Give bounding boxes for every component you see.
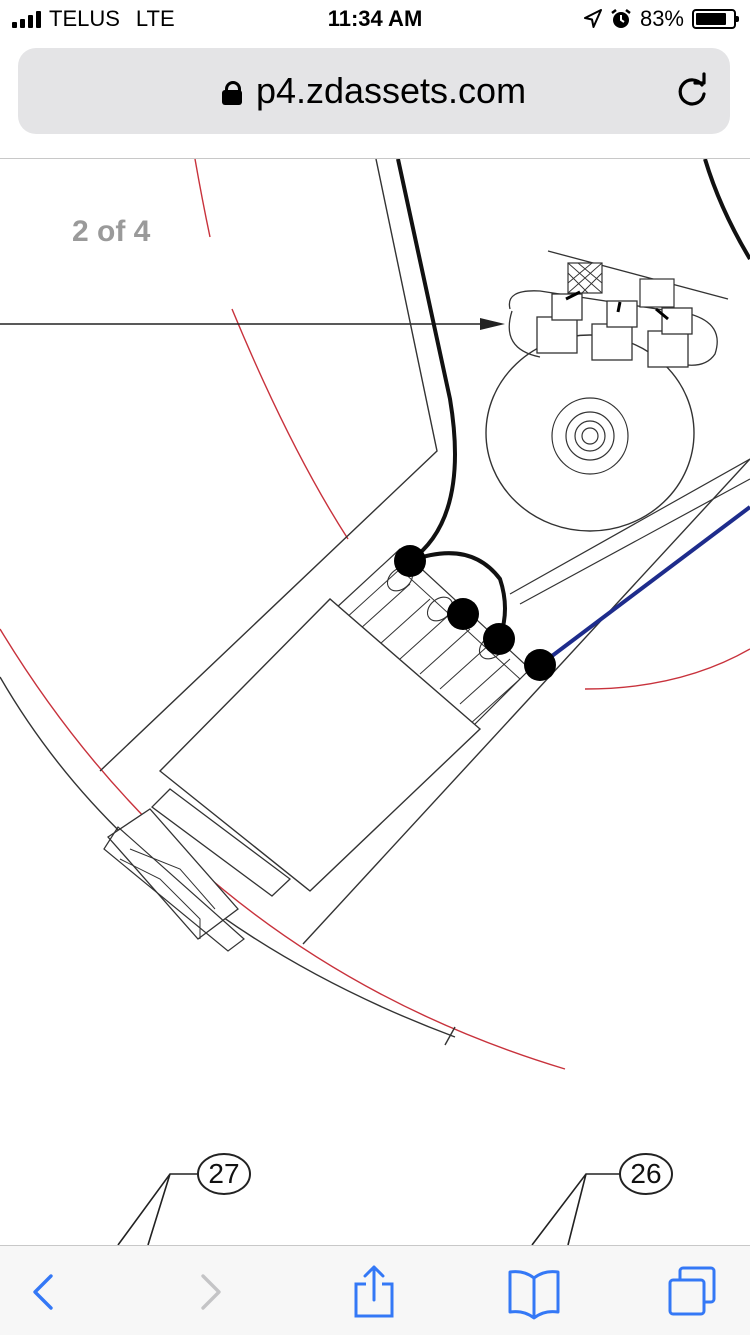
page-indicator: 2 of 4 xyxy=(44,211,179,253)
callout-27: 27 xyxy=(208,1158,240,1189)
carrier-name: TELUS xyxy=(49,6,120,31)
share-icon[interactable] xyxy=(346,1264,402,1320)
status-left: TELUS LTE xyxy=(12,6,175,32)
wiring-diagram xyxy=(0,159,750,1245)
pdf-viewer[interactable]: 27 26 2 of 4 xyxy=(0,159,750,1245)
callout-26: 26 xyxy=(630,1158,662,1189)
battery-icon xyxy=(692,9,739,29)
status-right: 83% xyxy=(583,6,739,32)
clock: 11:34 AM xyxy=(327,6,423,31)
alarm-icon xyxy=(611,9,631,28)
url-text: p4.zdassets.com xyxy=(255,70,527,111)
bookmarks-icon[interactable] xyxy=(506,1264,562,1320)
location-arrow-icon xyxy=(583,9,602,28)
forward-icon[interactable] xyxy=(182,1264,238,1320)
bottom-toolbar xyxy=(0,1245,750,1335)
network-type: LTE xyxy=(135,6,175,31)
tabs-icon[interactable] xyxy=(664,1264,720,1320)
signal-icon xyxy=(12,10,41,28)
battery-percent: 83% xyxy=(639,6,684,31)
header-divider xyxy=(0,158,750,159)
reload-icon[interactable] xyxy=(672,72,712,112)
status-bar: TELUS LTE 11:34 AM 83% xyxy=(0,0,750,40)
lock-icon xyxy=(221,81,242,105)
battery-fill xyxy=(696,13,726,25)
address-bar[interactable]: p4.zdassets.com xyxy=(18,48,730,134)
back-icon[interactable] xyxy=(16,1264,72,1320)
address-field[interactable]: p4.zdassets.com xyxy=(18,70,730,112)
